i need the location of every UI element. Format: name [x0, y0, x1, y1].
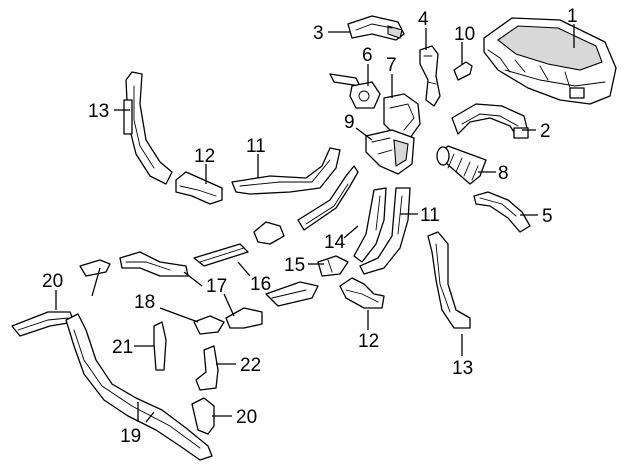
callout-11-upper: 11 — [246, 136, 266, 157]
part-9-junction-block — [365, 129, 415, 175]
callout-12-upper: 12 — [194, 146, 215, 167]
callout-17: 17 — [206, 276, 227, 297]
part-2-outlet-duct — [451, 103, 529, 139]
callout-12-lower: 12 — [358, 331, 379, 352]
callout-13-left: 13 — [88, 101, 109, 122]
part-20-elbow-lower — [191, 397, 215, 435]
callout-21: 21 — [112, 337, 133, 358]
part-20-duct-left — [11, 311, 75, 337]
part-12-curved-duct-upper — [175, 171, 223, 205]
part-18-bracket-upper — [79, 259, 111, 277]
callout-2: 2 — [540, 121, 551, 142]
callout-6: 6 — [362, 45, 373, 66]
callout-7: 7 — [386, 55, 397, 76]
part-10-clip — [453, 61, 473, 81]
part-18-clip-lower — [193, 307, 263, 335]
part-3-duct-elbow — [347, 15, 405, 41]
callout-10: 10 — [454, 24, 475, 45]
callout-9: 9 — [344, 112, 355, 133]
part-8-flex-hose — [436, 145, 487, 185]
callout-8: 8 — [498, 163, 509, 184]
part-4-connector — [419, 45, 441, 107]
part-15-coupler — [317, 255, 349, 277]
part-11-vertical-ducts-right — [353, 187, 411, 275]
part-7-damper-bracket — [383, 93, 421, 139]
part-22-curved-connector — [195, 345, 219, 391]
part-12-elbow-lower — [339, 277, 385, 309]
leader-lines — [55, 24, 575, 423]
callout-labels: 1 2 3 4 5 6 7 8 9 10 11 11 12 12 13 13 1… — [42, 6, 578, 447]
callout-5: 5 — [542, 206, 553, 227]
callout-18: 18 — [134, 292, 155, 313]
part-13-vertical-duct-right — [427, 231, 471, 329]
part-17-floor-duct — [119, 251, 189, 277]
part-duct-lower-center — [265, 281, 319, 307]
callout-15: 15 — [284, 255, 305, 276]
callout-1: 1 — [567, 6, 578, 27]
callout-13-right: 13 — [452, 358, 473, 379]
part-11-long-duct-upper — [231, 147, 341, 195]
callout-20-lower: 20 — [236, 407, 257, 428]
callout-11-right: 11 — [420, 205, 440, 226]
callout-3: 3 — [313, 23, 324, 44]
callout-19: 19 — [120, 426, 141, 447]
callout-20-upper: 20 — [42, 271, 63, 292]
part-5-bracket-duct — [473, 191, 531, 233]
part-1-duct-housing — [483, 17, 617, 105]
callout-16: 16 — [250, 274, 271, 295]
callout-14: 14 — [324, 232, 346, 253]
part-21-connector — [153, 321, 167, 371]
part-14-duct-run — [297, 165, 359, 231]
part-19-rear-duct — [65, 313, 213, 461]
callout-22: 22 — [240, 355, 261, 376]
part-6-actuator — [329, 73, 381, 109]
part-coupler-center — [253, 221, 285, 245]
part-13-vertical-duct-left — [123, 71, 173, 185]
part-16-duct-segment — [193, 243, 249, 267]
callout-4: 4 — [418, 9, 429, 30]
